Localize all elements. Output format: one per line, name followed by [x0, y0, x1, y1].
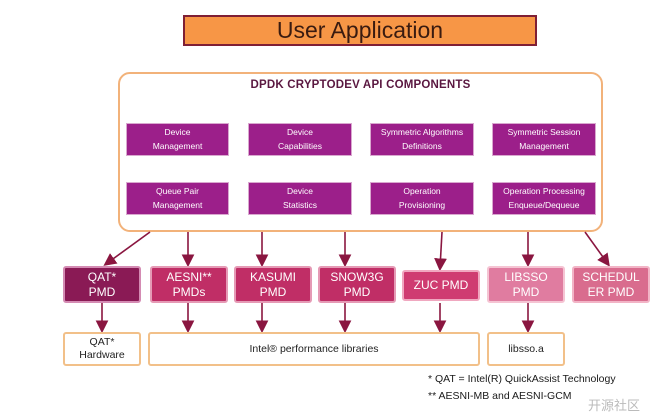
- component-device-statistics: Device Statistics: [248, 182, 352, 215]
- component-device-management: Device Management: [126, 123, 229, 156]
- arrow-to-qat-pmd: [103, 231, 151, 266]
- pmd-snow3g: SNOW3G PMD: [318, 266, 396, 303]
- component-symmetric-algorithms: Symmetric Algorithms Definitions: [370, 123, 474, 156]
- pmd-kasumi: KASUMI PMD: [234, 266, 312, 303]
- arrow-to-zuc-pmd: [434, 231, 447, 272]
- component-symmetric-session: Symmetric Session Management: [492, 123, 596, 156]
- pmd-libsso: LIBSSO PMD: [487, 266, 565, 303]
- component-operation-processing: Operation Processing Enqueue/Dequeue: [492, 182, 596, 215]
- component-device-capabilities: Device Capabilities: [248, 123, 352, 156]
- component-operation-provisioning: Operation Provisioning: [370, 182, 474, 215]
- pmd-zuc: ZUC PMD: [402, 270, 480, 301]
- api-panel-title: DPDK CRYPTODEV API COMPONENTS: [250, 79, 471, 91]
- arrow-to-scheduler-pmd: [584, 231, 610, 267]
- component-queue-pair: Queue Pair Management: [126, 182, 229, 215]
- qat-hardware-box: QAT* Hardware: [63, 332, 141, 366]
- footnote-aesni: ** AESNI-MB and AESNI-GCM: [428, 390, 572, 402]
- libsso-library-box: libsso.a: [487, 332, 565, 366]
- user-application-box: User Application: [183, 15, 537, 46]
- pmd-aesni: AESNI** PMDs: [150, 266, 228, 303]
- footnote-qat: * QAT = Intel(R) QuickAssist Technology: [428, 373, 616, 385]
- watermark-text: 开源社区: [588, 398, 641, 413]
- pmd-qat: QAT* PMD: [63, 266, 141, 303]
- pmd-scheduler: SCHEDUL ER PMD: [572, 266, 650, 303]
- intel-performance-libraries-box: Intel® performance libraries: [148, 332, 480, 366]
- user-application-label: User Application: [276, 17, 444, 43]
